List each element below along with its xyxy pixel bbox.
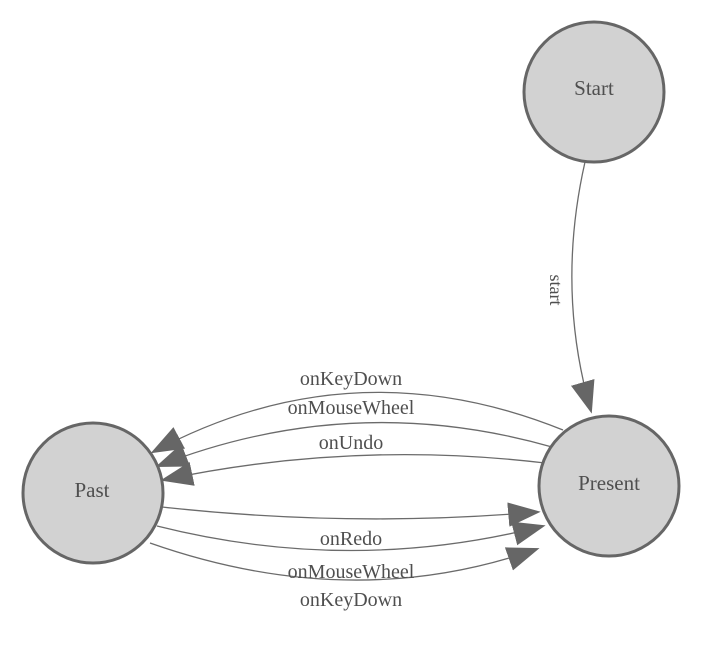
edge-label-layer: start onKeyDown onMouseWheel onUndo onRe…: [288, 275, 566, 612]
edge-label-onredo: onRedo: [320, 528, 382, 550]
edge-layer: [149, 161, 595, 581]
node-present[interactable]: Present: [537, 414, 681, 558]
edge-present-to-past-onundo: [160, 453, 546, 486]
edge-start-to-present: [571, 161, 595, 414]
node-start-label: Start: [574, 76, 614, 100]
edge-label-start: start: [546, 275, 566, 306]
edge-label-onkeydown-top: onKeyDown: [300, 368, 402, 390]
edge-past-to-present-onmousewheel: [156, 521, 546, 552]
edge-label-onundo: onUndo: [319, 432, 383, 454]
edge-present-to-past-onkeydown: [150, 391, 564, 454]
edge-past-to-present-onredo: [161, 502, 541, 527]
node-layer: Start Past Present: [21, 20, 681, 565]
node-past-label: Past: [74, 478, 109, 502]
edge-label-onmousewheel-bottom: onMouseWheel: [288, 561, 415, 583]
node-past[interactable]: Past: [21, 421, 165, 565]
node-start-circle[interactable]: [522, 20, 666, 164]
node-start[interactable]: Start: [522, 20, 666, 164]
node-past-circle[interactable]: [21, 421, 165, 565]
node-present-label: Present: [578, 471, 640, 495]
edge-label-onmousewheel-top: onMouseWheel: [288, 397, 415, 419]
edge-label-onkeydown-bottom: onKeyDown: [300, 589, 402, 611]
node-present-circle[interactable]: [537, 414, 681, 558]
edge-past-to-present-onkeydown: [149, 542, 540, 581]
edge-present-to-past-onmousewheel: [155, 421, 553, 467]
